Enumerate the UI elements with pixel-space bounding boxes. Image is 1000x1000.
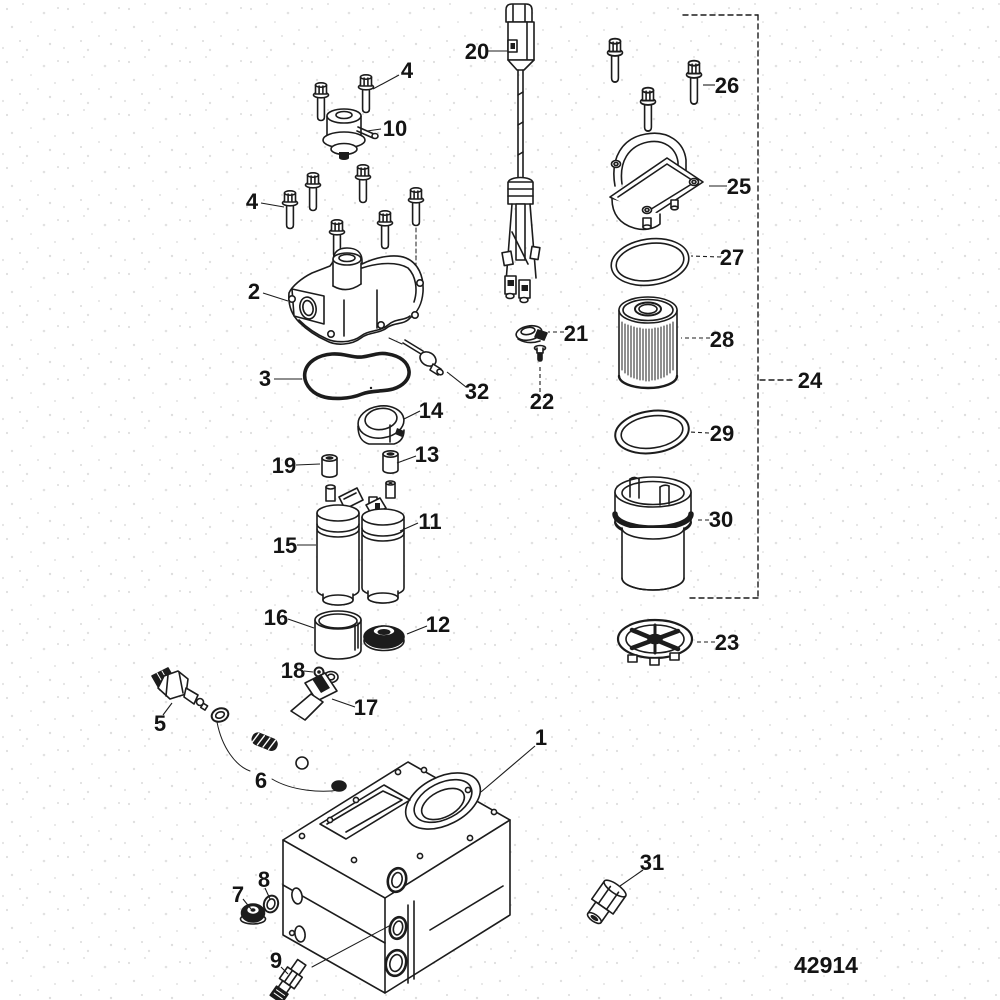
part-24-bracket-lines	[682, 14, 794, 599]
callout-13-label: 13	[415, 442, 439, 467]
callout-19-label: 19	[272, 453, 296, 478]
part-16-sleeve-drawing	[314, 610, 362, 660]
callout-25-label: 25	[727, 174, 751, 199]
part-28-filter-drawing	[617, 296, 679, 390]
callout-18-label: 18	[281, 658, 305, 683]
callout-31-label: 31	[640, 850, 664, 875]
part-2-cover-drawing	[287, 247, 424, 345]
part-14-ring-drawing	[357, 405, 405, 445]
drawing-number: 42914	[794, 952, 858, 978]
callout-14-label: 14	[419, 398, 444, 423]
callout-4-top-label: 4	[401, 58, 414, 83]
part-6-set-drawing	[210, 707, 347, 792]
part-21-washer-drawing	[515, 324, 548, 344]
part-10-regulator-drawing	[322, 108, 379, 160]
part-3-gasket-drawing	[302, 351, 411, 401]
callout-9-label: 9	[270, 948, 282, 973]
callout-3-label: 3	[259, 366, 271, 391]
part-29-oring-drawing	[614, 409, 690, 455]
part-1-body-drawing	[282, 761, 511, 994]
callout-5-label: 5	[154, 711, 166, 736]
callout-26-label: 26	[715, 73, 739, 98]
callout-11-label: 11	[418, 509, 441, 534]
callout-30-label: 30	[709, 507, 733, 532]
callout-4-left-label: 4	[246, 189, 259, 214]
part-11-pump-drawing	[361, 480, 405, 604]
callout-12-label: 12	[426, 612, 450, 637]
part-7-plug-drawing	[239, 903, 267, 925]
callout-20-label: 20	[465, 39, 489, 64]
callout-23-label: 23	[715, 630, 739, 655]
part-13-spacer-drawing	[382, 449, 399, 474]
callout-27-label: 27	[720, 245, 744, 270]
part-15-pump-drawing	[316, 484, 364, 606]
part-27-oring-drawing	[610, 237, 690, 287]
callout-16-label: 16	[264, 605, 288, 630]
part-23-cap-drawing	[616, 618, 694, 666]
callout-6-label: 6	[255, 768, 267, 793]
part-22-screw-drawing	[533, 344, 547, 362]
callout-1-label: 1	[535, 725, 547, 750]
callout-32-label: 32	[465, 379, 489, 404]
part-31-fitting-drawing	[586, 879, 627, 925]
part-17-clip-drawing	[290, 670, 339, 721]
leader-lines	[162, 50, 727, 975]
part-19-spacer-drawing	[321, 453, 338, 478]
part-30-cup-drawing	[612, 476, 694, 591]
callout-29-label: 29	[710, 421, 734, 446]
callout-10-label: 10	[383, 116, 407, 141]
callout-22-label: 22	[530, 389, 554, 414]
part-5-sensor-drawing	[151, 667, 209, 711]
part-8-oring-drawing	[262, 894, 280, 914]
callout-24-label: 24	[798, 368, 823, 393]
part-32-screw-drawing	[402, 339, 444, 376]
callout-7-label: 7	[232, 882, 244, 907]
callout-17-label: 17	[354, 695, 378, 720]
callout-21-label: 21	[564, 321, 588, 346]
callout-28-label: 28	[710, 327, 734, 352]
callout-15-label: 15	[273, 533, 297, 558]
part-12-grommet-drawing	[363, 625, 405, 652]
part-20-harness-drawing	[501, 3, 541, 304]
part-9-fitting-drawing	[269, 925, 390, 1000]
callout-8-label: 8	[258, 867, 270, 892]
part-25-bracket-drawing	[609, 132, 704, 231]
callout-2-label: 2	[248, 279, 260, 304]
